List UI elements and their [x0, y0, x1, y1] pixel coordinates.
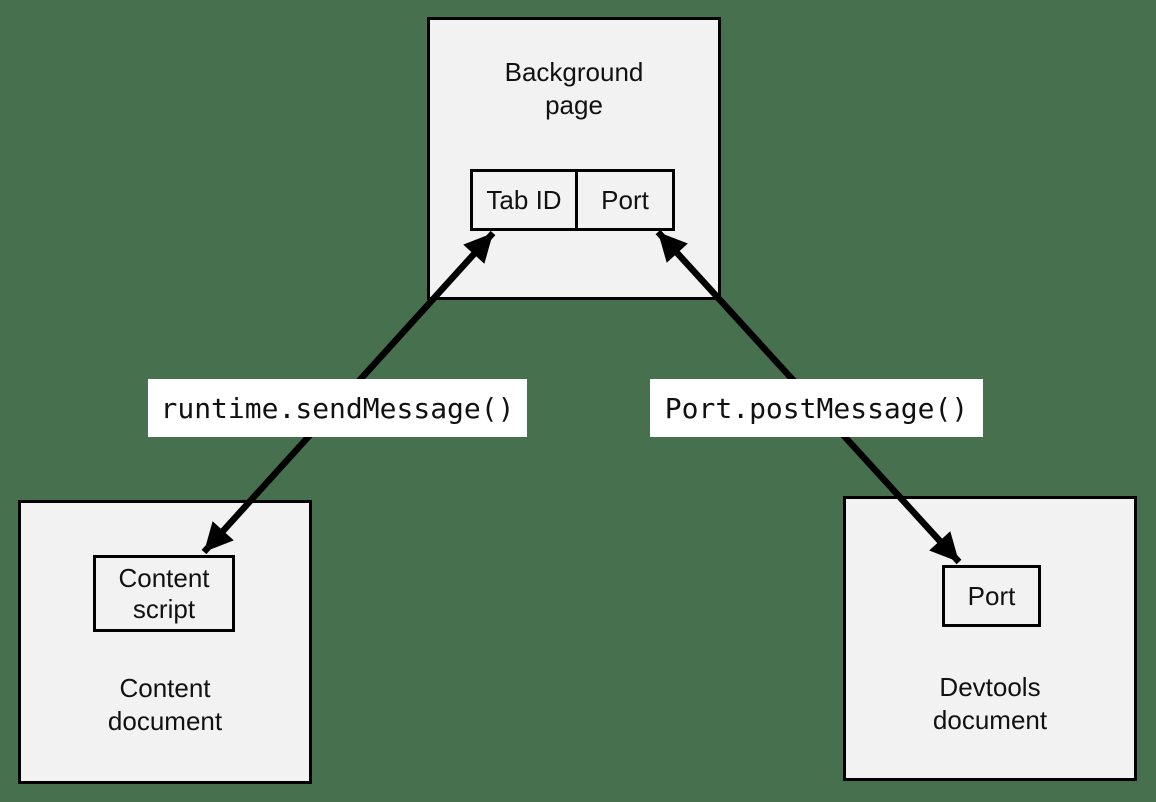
slot-port: Port: [575, 169, 675, 231]
background-page-slot-row: Tab ID Port: [470, 169, 675, 231]
content-document-title: Content document: [107, 673, 223, 736]
edge-label-port-postmessage: Port.postMessage(): [650, 379, 983, 437]
node-devtools-document: Port Devtools document: [843, 496, 1137, 781]
background-page-title: Background page: [504, 57, 644, 120]
node-content-script: Content script: [93, 555, 235, 632]
node-content-document: Content script Content document: [18, 500, 312, 784]
slot-tab-id: Tab ID: [470, 169, 578, 231]
devtools-document-title: Devtools document: [932, 672, 1048, 735]
edge-label-runtime-sendmessage: runtime.sendMessage(): [148, 379, 527, 437]
node-devtools-port: Port: [942, 565, 1041, 627]
node-background-page: Background page Tab ID Port: [427, 17, 721, 300]
